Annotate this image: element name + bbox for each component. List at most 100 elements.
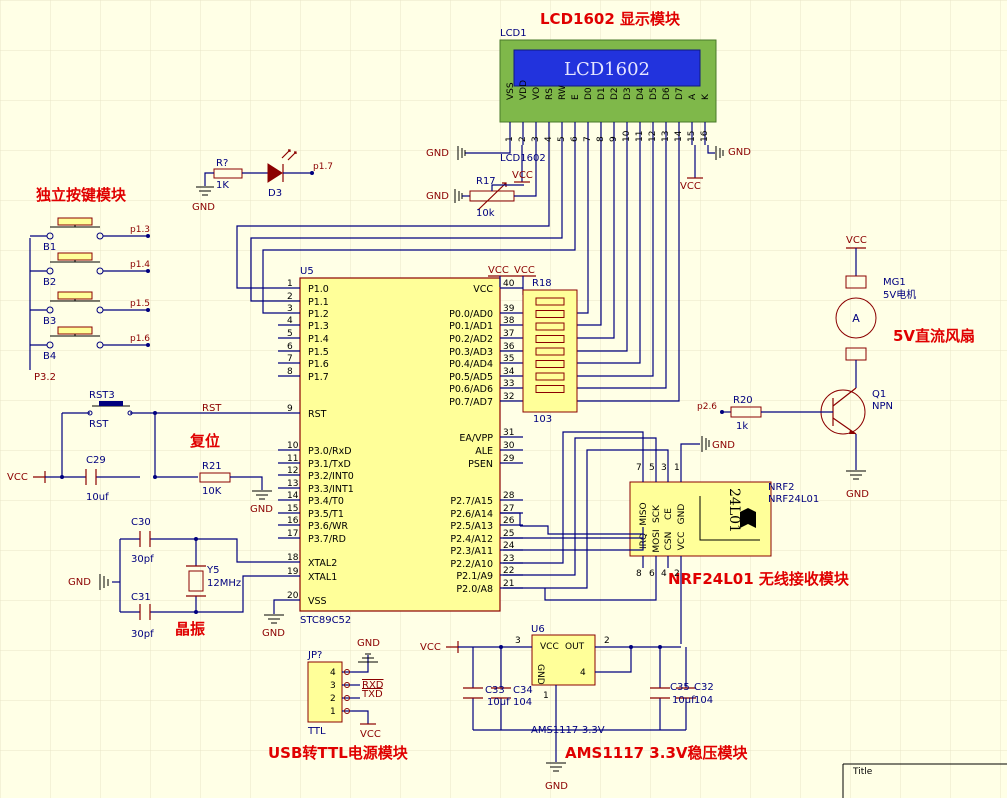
reset-res-ref: R21 xyxy=(202,461,222,472)
reset-cap-val: 10uf xyxy=(86,492,109,503)
reset-section-title: 复位 xyxy=(189,432,220,450)
button-net-dot xyxy=(146,234,150,238)
crystal-c2-ref: C31 xyxy=(131,592,151,603)
button-cap xyxy=(57,217,93,226)
mcu-pin-number: 1 xyxy=(287,279,293,289)
button-net: p1.4 xyxy=(130,260,150,270)
lcd-pin-number: 16 xyxy=(700,130,710,142)
fan-meter-glyph: A xyxy=(852,312,860,325)
mcu-pin-name: PSEN xyxy=(468,459,493,470)
lcd-pin-name: D5 xyxy=(649,87,659,100)
lcd-pin-name: VSS xyxy=(506,82,516,100)
mcu-pin-name: P1.1 xyxy=(308,297,329,308)
nrf-pin-number: 2 xyxy=(674,569,680,579)
led-res-val: 1K xyxy=(216,180,229,191)
ams-pin-in: 3 xyxy=(515,636,521,646)
mcu-pin-number: 29 xyxy=(503,454,515,464)
fan-ref: MG1 xyxy=(883,277,906,288)
lcd-pin-name: VO xyxy=(532,87,542,100)
mcu-pin-name: P1.6 xyxy=(308,359,329,370)
led-ref: D3 xyxy=(268,188,282,199)
nrf-gnd: GND xyxy=(712,440,735,451)
lcd-pin-number: 11 xyxy=(635,131,645,142)
mcu-pin-name: P0.3/AD3 xyxy=(449,347,493,358)
lcd-vcc-b: VCC xyxy=(680,181,701,192)
fan-gnd: GND xyxy=(846,489,869,500)
reset-vcc: VCC xyxy=(7,472,28,483)
title-block: Title xyxy=(842,763,1007,798)
mcu-pin-number: 40 xyxy=(503,279,515,289)
mcu-pin-number: 10 xyxy=(287,441,299,451)
ams-part: AMS1117-3.3V xyxy=(531,725,605,736)
mcu-pin-number: 23 xyxy=(503,554,514,564)
mcu-pin-name: XTAL1 xyxy=(308,572,337,583)
mcu-pin-name: P0.4/AD4 xyxy=(449,359,493,370)
ams-c33-val: 10uf xyxy=(487,697,510,708)
lcd-pin-name: D0 xyxy=(584,87,594,100)
jp-rxd: RXD xyxy=(362,680,384,691)
lcd-pin-name: D3 xyxy=(623,87,633,100)
button-net-dot xyxy=(146,308,150,312)
mcu-pin-name: P2.7/A15 xyxy=(450,496,493,507)
ams1117-regulator: VCC U6 VCC OUT GND 3 2 1 4 GND C33 10uf … xyxy=(420,624,714,792)
lcd-gnd-right: GND xyxy=(728,147,751,158)
ams-vcc: VCC xyxy=(420,642,441,653)
pot-ref: R17 xyxy=(476,176,496,187)
button-actuator xyxy=(50,225,100,228)
nrf-pin-name: SCK xyxy=(652,504,662,523)
nrf-pin-number: 3 xyxy=(661,463,667,473)
nrf-pin-number: 5 xyxy=(649,463,655,473)
mcu-pin-number: 27 xyxy=(503,504,514,514)
rpack-vcc2: VCC xyxy=(514,265,535,276)
ams-ref: U6 xyxy=(531,624,545,635)
mcu-pin-name: P3.4/T0 xyxy=(308,496,344,507)
button-cap xyxy=(57,291,93,300)
mcu-pin-number: 6 xyxy=(287,342,293,352)
lcd-power-wiring: GND VCC GND VCC xyxy=(426,145,751,192)
jp-pin-number: 2 xyxy=(330,694,336,704)
mcu-pin-name: P2.6/A14 xyxy=(450,509,493,520)
mcu-pin-name: P3.2/INT0 xyxy=(308,471,354,482)
rpack-body xyxy=(522,289,578,413)
mcu-pin-number: 9 xyxy=(287,404,293,414)
button-net-dot xyxy=(146,343,150,347)
lcd-pin-number: 5 xyxy=(557,136,567,142)
nrf-pin-name: CSN xyxy=(664,532,674,551)
button-actuator xyxy=(50,260,100,263)
mcu-pin-name: P3.7/RD xyxy=(308,534,346,545)
fan-section-title: 5V直流风扇 xyxy=(893,327,975,345)
mcu-pin-name: P0.1/AD1 xyxy=(449,321,493,332)
crystal-circuit: C30 30pf C31 30pf GND Y5 12MHz xyxy=(68,517,278,640)
button-net-dot xyxy=(146,269,150,273)
lcd-pin-number: 6 xyxy=(570,136,580,142)
mcu-pin-name: P0.6/AD6 xyxy=(449,384,493,395)
crystal-c2-val: 30pf xyxy=(131,629,154,640)
lcd1602-module: LCD1 LCD1602 VSS1VDD2VO3RS4RW5E6D07D18D2… xyxy=(499,28,717,164)
rpack-cell xyxy=(535,385,565,393)
jp-vcc: VCC xyxy=(360,729,381,740)
nrf-pin-number: 7 xyxy=(636,463,642,473)
mcu-pin-name: EA/VPP xyxy=(459,433,493,444)
mcu-body xyxy=(299,277,501,612)
usb-section-title: USB转TTL电源模块 xyxy=(268,744,409,762)
mcu-pin-number: 32 xyxy=(503,392,514,402)
mcu-pin-name: P1.3 xyxy=(308,321,329,332)
ams-gnd-name: GND xyxy=(535,664,545,685)
lcd-pin-number: 13 xyxy=(661,131,671,142)
rpack-cell xyxy=(535,347,565,356)
ams-c34-ref: C34 xyxy=(513,685,533,696)
mcu-pin-name: VSS xyxy=(308,596,327,607)
jp-txd: TXD xyxy=(361,689,383,700)
rpack-cell xyxy=(535,335,565,343)
mcu-pin-name: XTAL2 xyxy=(308,558,337,569)
mcu-pin-name: P1.7 xyxy=(308,372,329,383)
lcd-pin-name: E xyxy=(571,94,581,100)
fan-val: 5V电机 xyxy=(883,288,916,301)
lcd-section-title: LCD1602 显示模块 xyxy=(540,10,681,28)
nrf-wiring xyxy=(500,431,682,644)
ams-pin-tab: 4 xyxy=(580,668,586,678)
mcu-pin-name: RST xyxy=(308,409,327,420)
nrf-pin-number: 6 xyxy=(649,569,655,579)
